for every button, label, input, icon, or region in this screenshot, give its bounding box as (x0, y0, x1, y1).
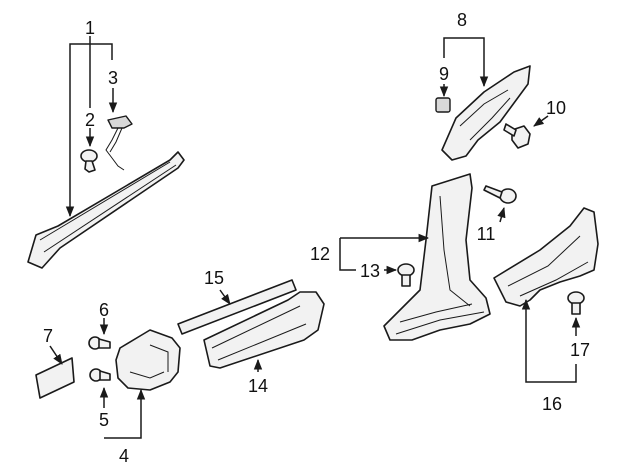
screw-part-6 (88, 336, 111, 350)
screw-part-11 (483, 185, 517, 204)
clip-part-9 (435, 97, 451, 113)
kick-panel-part (115, 329, 181, 391)
cover-plate-part-7 (35, 357, 75, 399)
callout-5: 5 (99, 410, 109, 430)
upper-b-pillar-trim-part (441, 65, 531, 161)
lower-b-pillar-trim-part (383, 173, 491, 341)
callout-17: 17 (570, 340, 590, 360)
quarter-trim-part-16 (493, 207, 599, 307)
bolt-part-10 (503, 123, 531, 149)
callout-2: 2 (85, 110, 95, 130)
callout-1: 1 (85, 18, 95, 38)
callout-4: 4 (119, 446, 129, 466)
leader-lines (49, 36, 581, 439)
callout-14: 14 (248, 376, 268, 396)
sill-plate-part-14 (203, 291, 325, 369)
a-pillar-trim-part (27, 151, 185, 269)
callout-9: 9 (439, 64, 449, 84)
clip-part-3 (105, 115, 133, 171)
callout-16: 16 (542, 394, 562, 414)
callout-labels: 1 2 3 4 5 6 7 8 9 10 11 12 13 14 15 16 1… (43, 10, 590, 466)
callout-6: 6 (99, 300, 109, 320)
callout-7: 7 (43, 326, 53, 346)
callout-13: 13 (360, 261, 380, 281)
callout-3: 3 (108, 68, 118, 88)
callout-11: 11 (477, 224, 496, 244)
callout-12: 12 (310, 244, 330, 264)
callout-8: 8 (457, 10, 467, 30)
screw-part-17 (567, 291, 585, 315)
screw-part-5 (89, 368, 111, 382)
callout-15: 15 (204, 268, 224, 288)
screw-part-13 (397, 263, 415, 287)
sill-strip-part-15 (177, 279, 297, 335)
screw-part-2 (80, 149, 98, 173)
callout-10: 10 (546, 98, 566, 118)
